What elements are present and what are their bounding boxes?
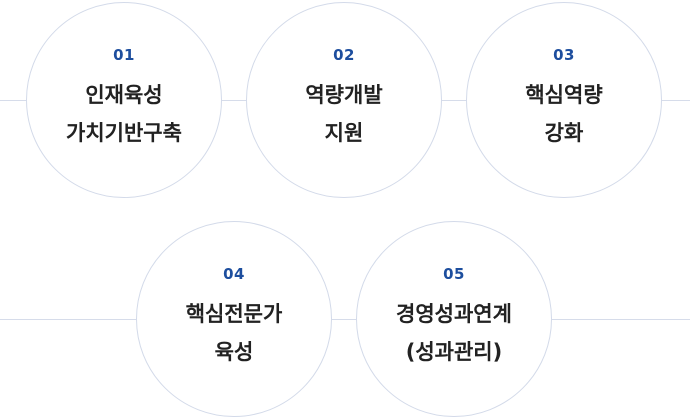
step-label: 인재육성 가치기반구축: [66, 83, 182, 145]
step-number: 04: [223, 265, 245, 283]
connector-line-bottom: [0, 319, 690, 320]
step-circle-04: 04 핵심전문가 육성: [136, 221, 332, 417]
step-number: 03: [553, 46, 575, 64]
step-label: 역량개발 지원: [305, 83, 383, 145]
step-circle-01: 01 인재육성 가치기반구축: [26, 2, 222, 198]
step-circle-05: 05 경영성과연계 (성과관리): [356, 221, 552, 417]
step-number: 02: [333, 46, 355, 64]
step-circle-03: 03 핵심역량 강화: [466, 2, 662, 198]
step-label: 핵심역량 강화: [525, 83, 603, 145]
step-label: 핵심전문가 육성: [185, 302, 283, 364]
step-number: 01: [113, 46, 135, 64]
step-number: 05: [443, 265, 465, 283]
step-circle-02: 02 역량개발 지원: [246, 2, 442, 198]
step-label: 경영성과연계 (성과관리): [396, 302, 512, 364]
